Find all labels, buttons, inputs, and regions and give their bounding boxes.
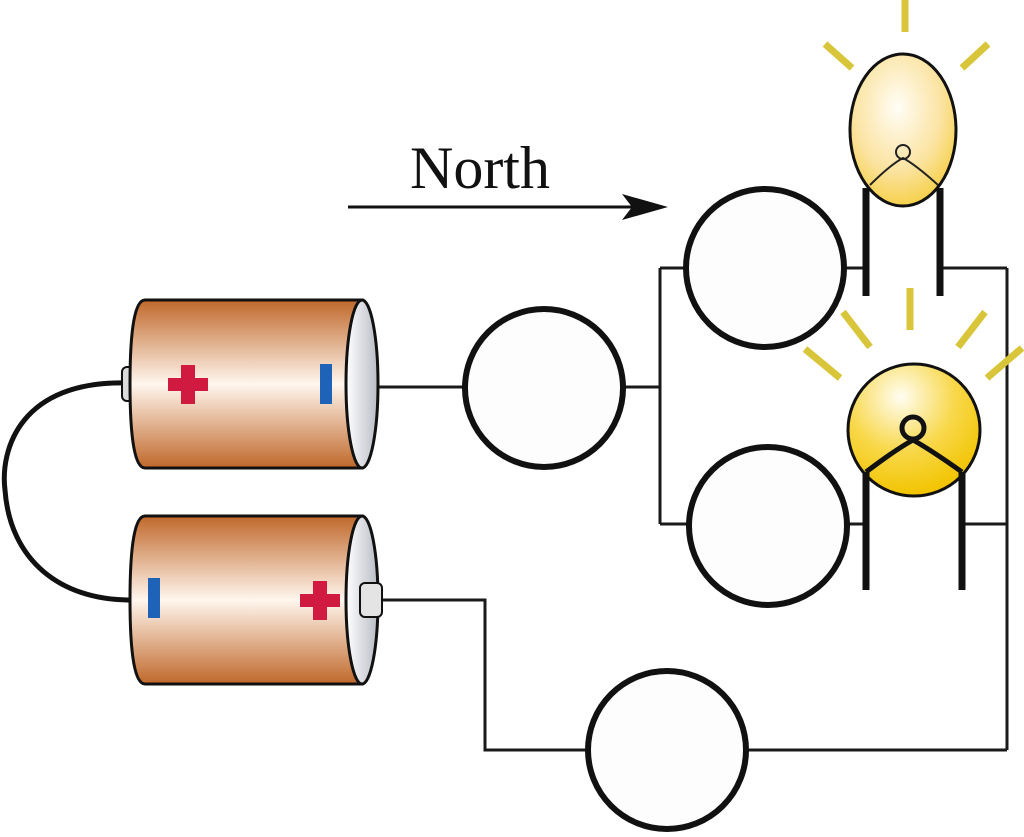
light-rays-icon xyxy=(802,288,1024,381)
light-rays-icon xyxy=(822,0,991,71)
direction-arrow xyxy=(348,194,668,220)
bulb-top xyxy=(822,0,991,296)
battery-top xyxy=(121,298,380,470)
battery-bottom xyxy=(128,514,383,686)
minus-sign-icon xyxy=(320,364,332,404)
minus-sign-icon xyxy=(148,578,160,618)
plus-sign-icon xyxy=(168,365,208,404)
wire-battery-link xyxy=(1,380,131,603)
meter-branch-bottom[interactable] xyxy=(686,444,850,608)
meter-return[interactable] xyxy=(585,668,749,832)
plus-sign-icon xyxy=(300,581,340,620)
direction-label: North xyxy=(410,135,550,201)
bulb-bottom xyxy=(802,288,1024,590)
meter-branch-top[interactable] xyxy=(683,186,847,350)
meter-series-main[interactable] xyxy=(462,306,626,470)
